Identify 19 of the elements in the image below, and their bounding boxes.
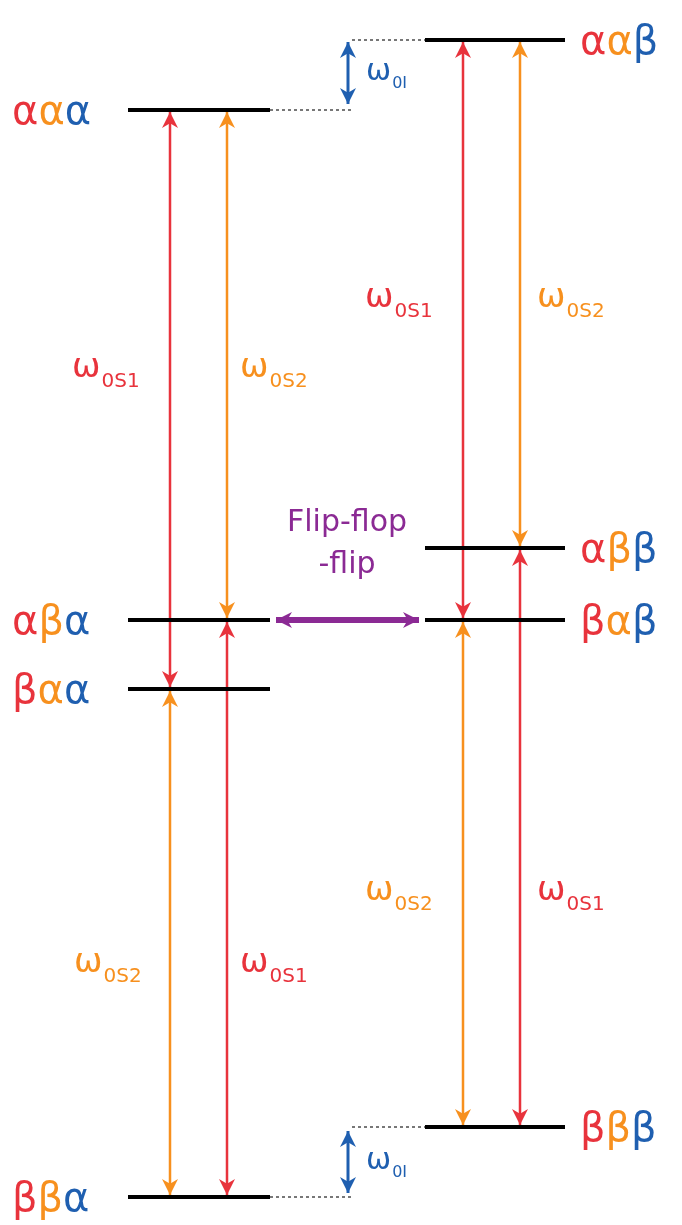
spin-state-label: βββ [580,1104,657,1150]
double-arrow [512,42,528,546]
spin-state-label: αβα [12,597,91,643]
spin-state-label: ββα [12,1174,90,1220]
double-arrow [276,612,419,628]
splitting-label: ω$_{0I}$ [366,52,408,94]
spin-state-label: βαα [12,666,91,712]
double-arrow [455,622,471,1125]
spin-state-label: ααβ [580,17,659,63]
spin-state-label: ααα [12,87,92,133]
double-arrow [162,691,178,1195]
double-arrow [219,622,235,1195]
splitting-label: ω$_{0I}$ [366,1141,408,1183]
double-arrow [219,112,235,618]
spin-state-label: βαβ [580,597,658,643]
double-arrow [162,112,178,687]
spin-state-label: αββ [580,525,658,571]
double-arrow [512,550,528,1125]
double-arrow [455,42,471,618]
